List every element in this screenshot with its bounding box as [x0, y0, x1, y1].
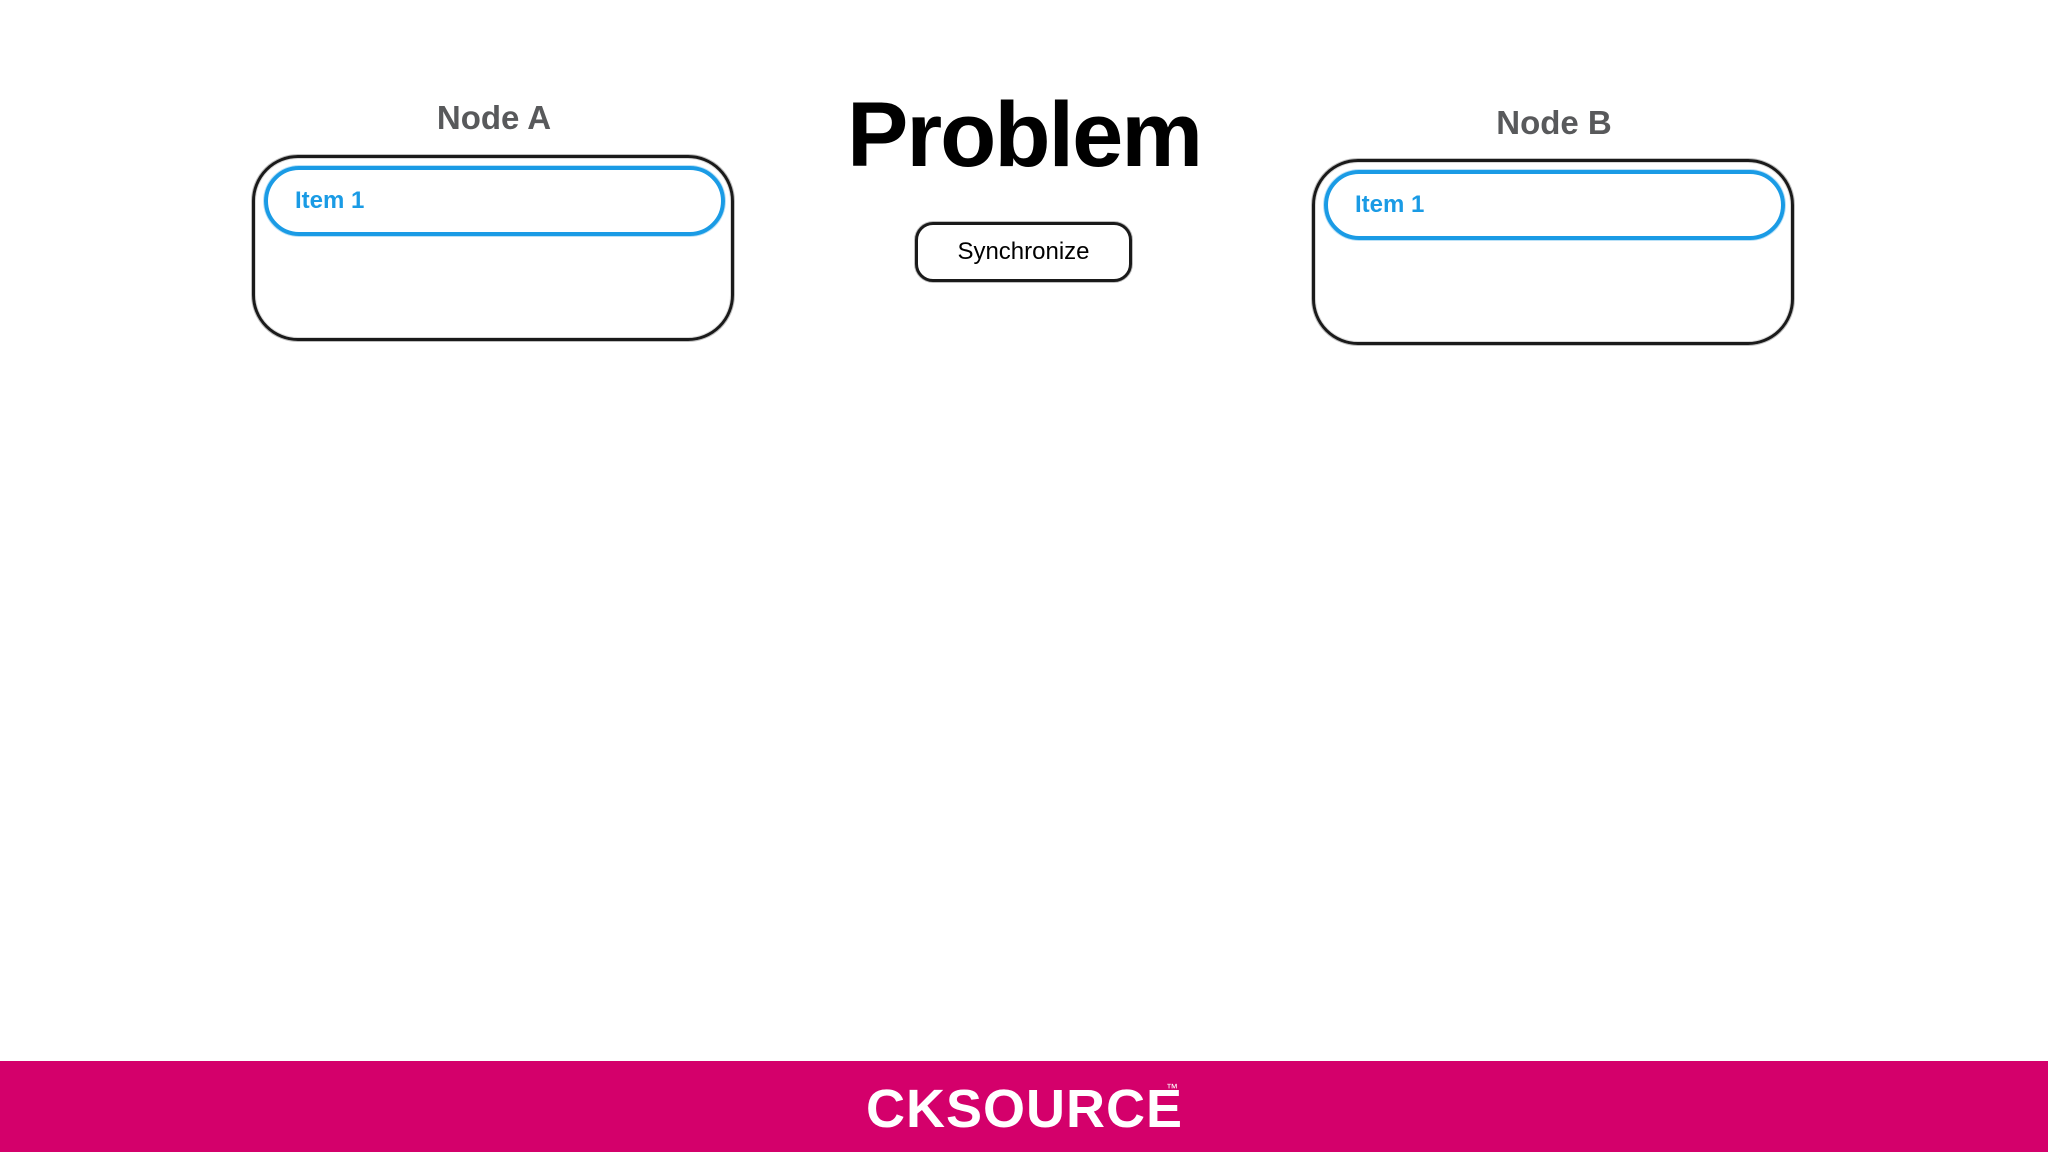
page-title: Problem	[846, 84, 1203, 186]
cksource-logo: CKSOURCE ™	[866, 1079, 1186, 1139]
logo-text: CKSOURCE	[866, 1079, 1184, 1139]
footer-bar	[0, 1061, 2048, 1152]
node-b-item-1[interactable]: Item 1	[1324, 170, 1785, 240]
node-a-item-1[interactable]: Item 1	[264, 166, 725, 236]
item-label: Item 1	[295, 187, 365, 214]
node-b-title: Node B	[1496, 104, 1612, 141]
node-a-title: Node A	[436, 99, 552, 136]
node-a-list: Item 1	[252, 155, 734, 341]
item-label: Item 1	[1355, 191, 1425, 218]
node-b-list: Item 1	[1312, 159, 1794, 345]
synchronize-button[interactable]: Synchronize	[915, 222, 1132, 282]
trademark-symbol: ™	[1166, 1081, 1178, 1095]
